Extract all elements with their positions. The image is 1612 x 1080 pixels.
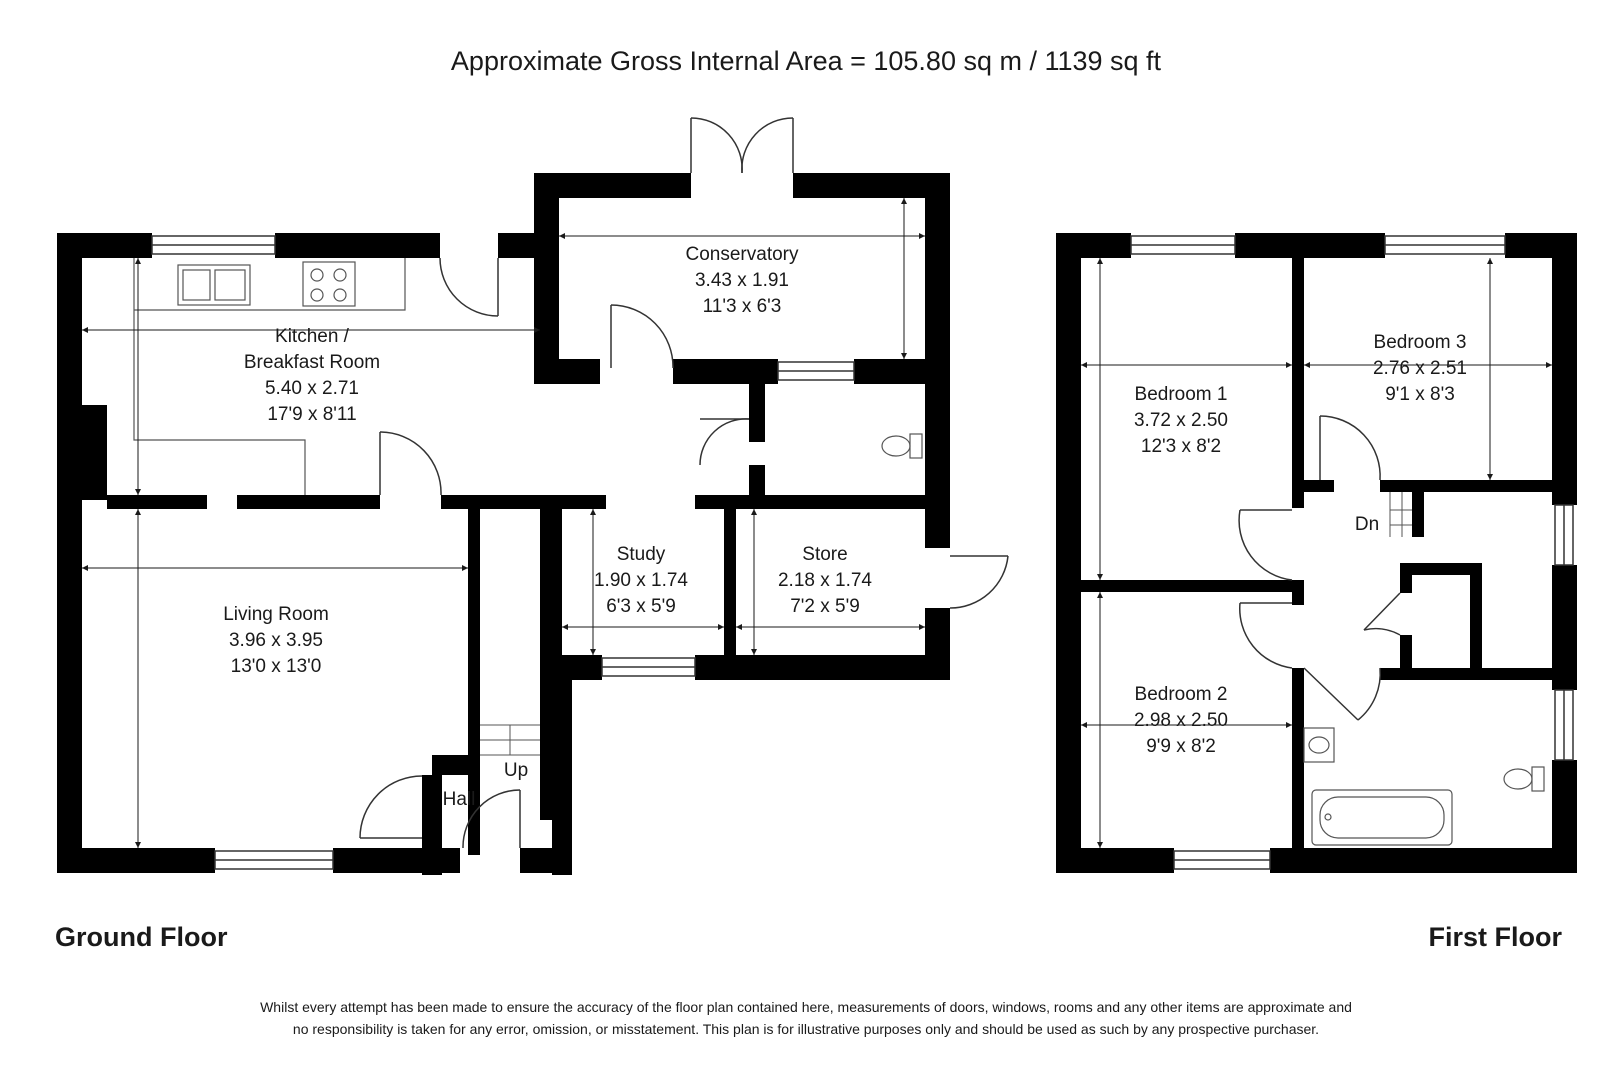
toilet-icon [1503, 768, 1533, 790]
study-metric: 1.90 x 1.74 [594, 570, 688, 591]
bedroom1-metric: 3.72 x 2.50 [1134, 410, 1228, 431]
bedroom1-imperial: 12'3 x 8'2 [1141, 436, 1221, 457]
ground-floor-plan: Conservatory 3.43 x 1.91 11'3 x 6'3 Kitc… [57, 117, 1009, 875]
store-metric: 2.18 x 1.74 [778, 570, 872, 591]
living-name: Living Room [223, 604, 329, 625]
first-floor-walls [1056, 233, 1577, 873]
bathroom-fixtures [1303, 727, 1545, 846]
landing-stair [1389, 492, 1412, 537]
kitchen-name-line2: Breakfast Room [244, 352, 380, 373]
ground-floor-label: Ground Floor [55, 922, 228, 952]
store-imperial: 7'2 x 5'9 [790, 596, 860, 617]
hob-icon [302, 261, 356, 307]
room-labels-ground: Conservatory 3.43 x 1.91 11'3 x 6'3 Kitc… [223, 244, 872, 810]
kitchen-imperial: 17'9 x 8'11 [267, 404, 356, 425]
bedroom1-name: Bedroom 1 [1135, 384, 1228, 405]
first-floor-doors [1238, 415, 1401, 721]
store-name: Store [802, 544, 847, 565]
kitchen-counter [133, 258, 406, 495]
bedroom2-imperial: 9'9 x 8'2 [1146, 736, 1216, 757]
bedroom3-metric: 2.76 x 2.51 [1373, 358, 1467, 379]
ground-floor-windows [151, 235, 855, 870]
first-floor-label: First Floor [1428, 922, 1563, 952]
study-imperial: 6'3 x 5'9 [606, 596, 676, 617]
bath-icon [1311, 789, 1453, 846]
wc-toilet-icon [881, 433, 923, 459]
disclaimer-line-1: Whilst every attempt has been made to en… [260, 999, 1352, 1015]
living-metric: 3.96 x 3.95 [229, 630, 323, 651]
first-floor-plan: Bedroom 1 3.72 x 2.50 12'3 x 8'2 Bedroom… [1056, 233, 1577, 873]
bedroom2-name: Bedroom 2 [1135, 684, 1228, 705]
up-label: Up [504, 760, 528, 781]
bedroom3-imperial: 9'1 x 8'3 [1385, 384, 1455, 405]
dn-label: Dn [1355, 514, 1379, 535]
conservatory-metric: 3.43 x 1.91 [695, 270, 789, 291]
basin-icon [1303, 727, 1335, 763]
room-labels-first: Bedroom 1 3.72 x 2.50 12'3 x 8'2 Bedroom… [1134, 332, 1467, 757]
conservatory-name: Conservatory [686, 244, 799, 265]
page-title: Approximate Gross Internal Area = 105.80… [450, 46, 1162, 76]
disclaimer: Whilst every attempt has been made to en… [0, 996, 1612, 1040]
ground-floor-doors [359, 117, 1009, 849]
bedroom2-metric: 2.98 x 2.50 [1134, 710, 1228, 731]
bedroom3-name: Bedroom 3 [1374, 332, 1467, 353]
conservatory-imperial: 11'3 x 6'3 [703, 296, 782, 317]
first-floor-windows [1130, 235, 1574, 870]
study-name: Study [617, 544, 666, 565]
disclaimer-line-2: no responsibility is taken for any error… [292, 1021, 1320, 1037]
dimension-arrows-ground [82, 198, 925, 848]
hall-label: Hall [443, 789, 476, 810]
stair-treads [480, 724, 540, 756]
ground-floor-walls [57, 173, 950, 875]
kitchen-sink-icon [177, 264, 251, 306]
living-imperial: 13'0 x 13'0 [231, 656, 322, 677]
dimension-arrows-first [1081, 258, 1552, 848]
kitchen-name-line1: Kitchen / [275, 326, 350, 347]
kitchen-metric: 5.40 x 2.71 [265, 378, 359, 399]
